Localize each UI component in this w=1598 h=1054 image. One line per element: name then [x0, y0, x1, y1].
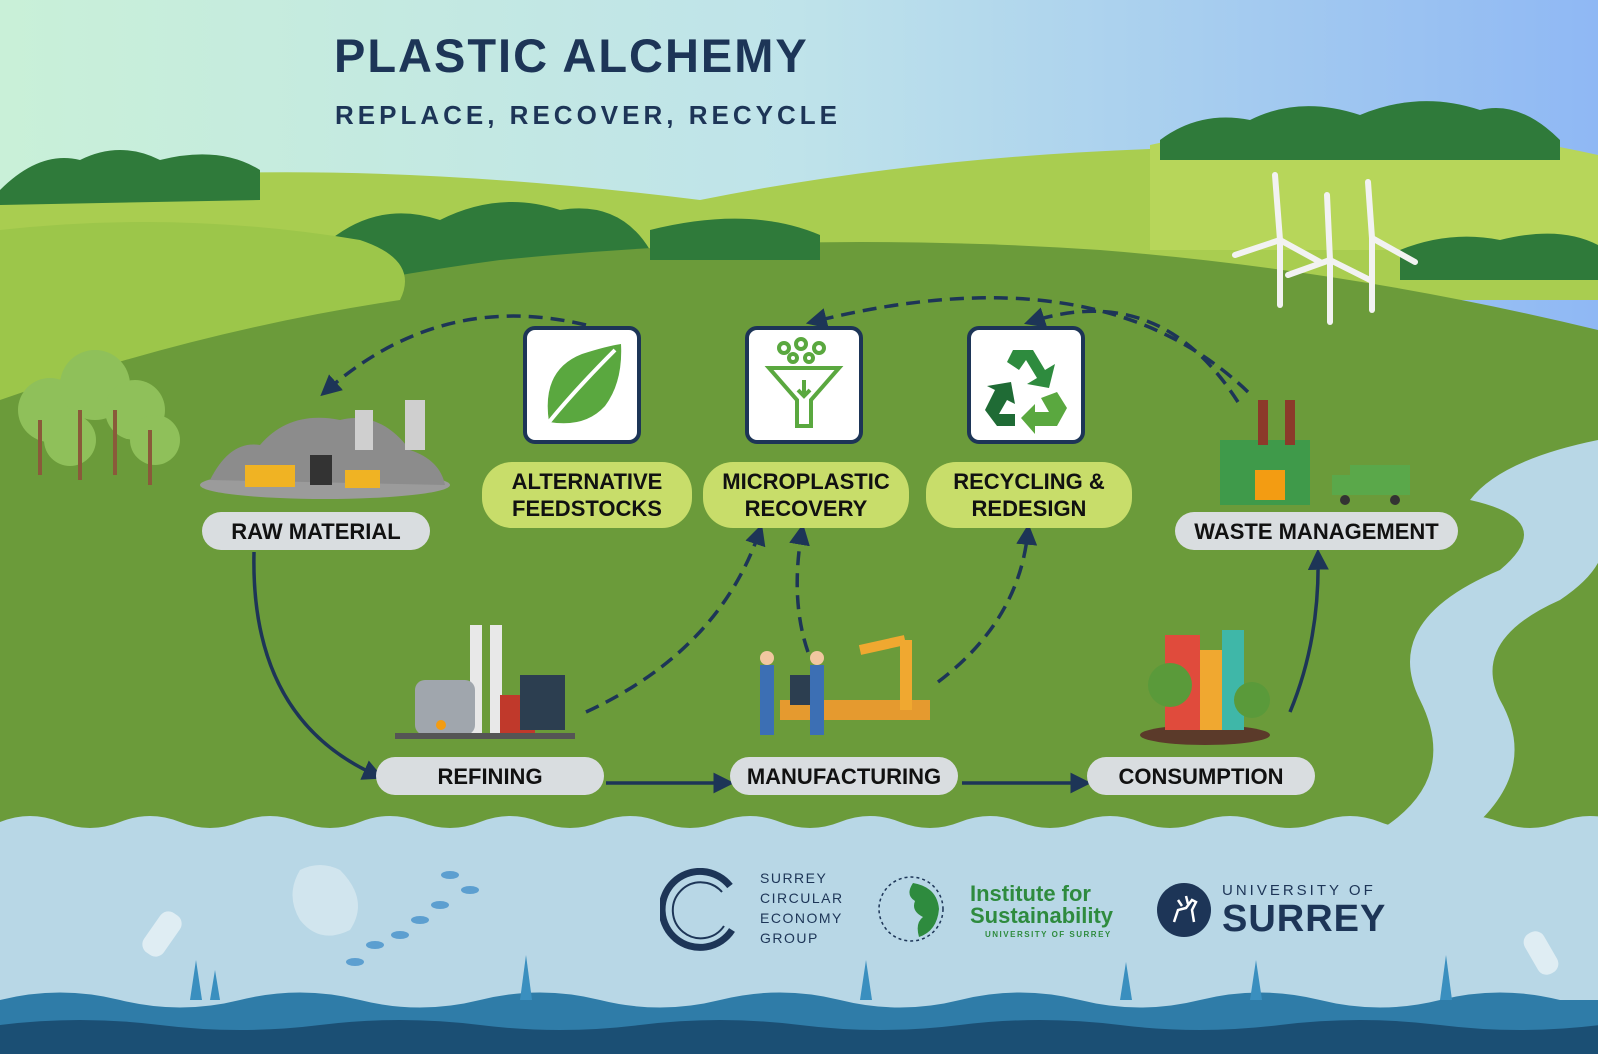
page-title: PLASTIC ALCHEMY — [334, 29, 809, 82]
circle-logo-icon — [660, 868, 735, 951]
recycle-icon — [967, 326, 1085, 444]
funnel-filter-icon — [745, 326, 863, 444]
institute-for-sustainability-logo: Institute for Sustainability UNIVERSITY … — [875, 875, 1135, 945]
mine-illustration — [200, 400, 450, 499]
stage-raw-material: RAW MATERIAL — [202, 512, 430, 550]
stage-refining: REFINING — [376, 757, 604, 795]
stage-consumption: CONSUMPTION — [1087, 757, 1315, 795]
ifs-title-line2: Sustainability — [970, 903, 1114, 928]
university-of-surrey-logo: UNIVERSITY OF SURREY — [1156, 880, 1396, 950]
manufacturing-illustration — [760, 635, 930, 735]
leaf-icon — [523, 326, 641, 444]
surrey-circular-economy-group-logo: SURREY CIRCULAR ECONOMY GROUP — [660, 866, 850, 956]
stage-waste-management: WASTE MANAGEMENT — [1175, 512, 1458, 550]
city-illustration — [1140, 630, 1270, 745]
refinery-illustration — [395, 625, 575, 739]
uos-line1: UNIVERSITY OF — [1222, 882, 1376, 899]
uos-line2: SURREY — [1222, 898, 1387, 940]
scecg-logo-text: SURREY CIRCULAR ECONOMY GROUP — [760, 870, 844, 946]
ifs-subtitle: UNIVERSITY OF SURREY — [985, 930, 1112, 939]
label-recycling-redesign: RECYCLING & REDESIGN — [926, 462, 1132, 528]
ifs-title-line1: Institute for — [970, 881, 1091, 906]
stag-crest-icon — [1157, 883, 1211, 937]
page-subtitle: REPLACE, RECOVER, RECYCLE — [335, 100, 841, 130]
stage-manufacturing: MANUFACTURING — [730, 757, 958, 795]
waste-plant-illustration — [1220, 400, 1410, 505]
label-alternative-feedstocks: ALTERNATIVE FEEDSTOCKS — [482, 462, 692, 528]
globe-icon — [878, 876, 944, 942]
label-microplastic-recovery: MICROPLASTIC RECOVERY — [703, 462, 909, 528]
